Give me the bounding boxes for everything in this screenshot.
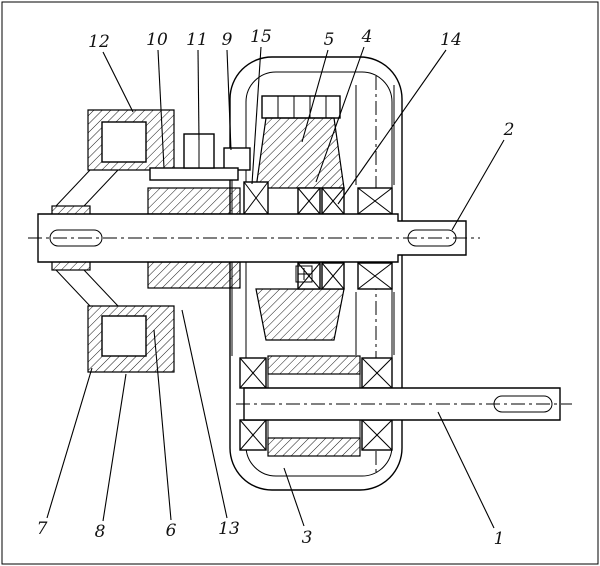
- callout-label-9: 9: [222, 30, 233, 50]
- callout-15: 15: [250, 27, 272, 185]
- callout-14: 14: [337, 30, 462, 205]
- callout-2: 2: [451, 120, 515, 231]
- callout-label-1: 1: [494, 529, 505, 549]
- callout-label-7: 7: [37, 519, 48, 539]
- callout-leader-2: [451, 139, 505, 231]
- bearing-icon: [321, 262, 345, 290]
- callout-leader-13: [181, 309, 228, 519]
- callout-leader-14: [337, 49, 447, 205]
- lower-gear-hub: [267, 355, 361, 457]
- keyway-slot-left: [49, 229, 103, 247]
- callout-label-8: 8: [95, 522, 106, 542]
- bearing-icon: [243, 181, 269, 215]
- bearing-icon: [357, 187, 393, 215]
- callout-leader-12: [102, 51, 134, 113]
- callout-label-15: 15: [250, 27, 272, 47]
- bearing-icon: [239, 419, 267, 451]
- callout-leader-8: [102, 373, 127, 522]
- callout-leader-9: [226, 49, 232, 151]
- callout-11: 11: [186, 30, 208, 141]
- bearing-icon: [239, 357, 267, 389]
- callout-label-10: 10: [146, 30, 168, 50]
- callout-label-14: 14: [440, 30, 462, 50]
- bearing-icon: [357, 262, 393, 290]
- callout-label-13: 13: [218, 519, 240, 539]
- bearing-icon: [361, 419, 393, 451]
- callout-label-4: 4: [361, 27, 373, 47]
- bearing-icon: [297, 262, 321, 290]
- callout-leader-5: [301, 49, 329, 143]
- callout-label-5: 5: [324, 30, 335, 50]
- bearing-icon: [321, 187, 345, 215]
- callout-leader-7: [46, 367, 93, 519]
- output-shaft: [236, 387, 572, 421]
- cross-mark: [295, 265, 313, 283]
- callout-label-3: 3: [302, 528, 313, 548]
- callout-leader-3: [283, 467, 305, 527]
- callout-leader-4: [315, 46, 365, 183]
- callout-label-11: 11: [186, 30, 208, 50]
- callout-label-12: 12: [88, 32, 110, 52]
- callout-5: 5: [301, 30, 335, 143]
- callout-label-2: 2: [503, 120, 515, 140]
- callout-3: 3: [283, 467, 313, 548]
- seal-gland-stack: [147, 133, 241, 289]
- callout-leader-11: [197, 49, 200, 141]
- callout-leader-15: [251, 46, 262, 185]
- callout-6: 6: [153, 329, 177, 541]
- callout-leader-1: [437, 411, 495, 529]
- bearing-icon: [361, 357, 393, 389]
- left-bell-housing: [51, 109, 175, 373]
- callout-4: 4: [315, 27, 373, 183]
- callouts: 12 10 11 9 15 5 4 14: [37, 27, 515, 549]
- callout-12: 12: [88, 32, 134, 113]
- callout-13: 13: [181, 309, 240, 539]
- gear-webs: [255, 95, 345, 341]
- callout-7: 7: [37, 367, 93, 539]
- input-shaft: [28, 213, 480, 263]
- callout-leader-10: [157, 49, 165, 169]
- bearing-icon: [297, 187, 321, 215]
- callout-leader-6: [153, 329, 172, 521]
- callout-9: 9: [222, 30, 233, 151]
- callout-8: 8: [95, 373, 127, 542]
- callout-label-6: 6: [166, 521, 177, 541]
- callout-10: 10: [146, 30, 168, 169]
- callout-1: 1: [437, 411, 505, 549]
